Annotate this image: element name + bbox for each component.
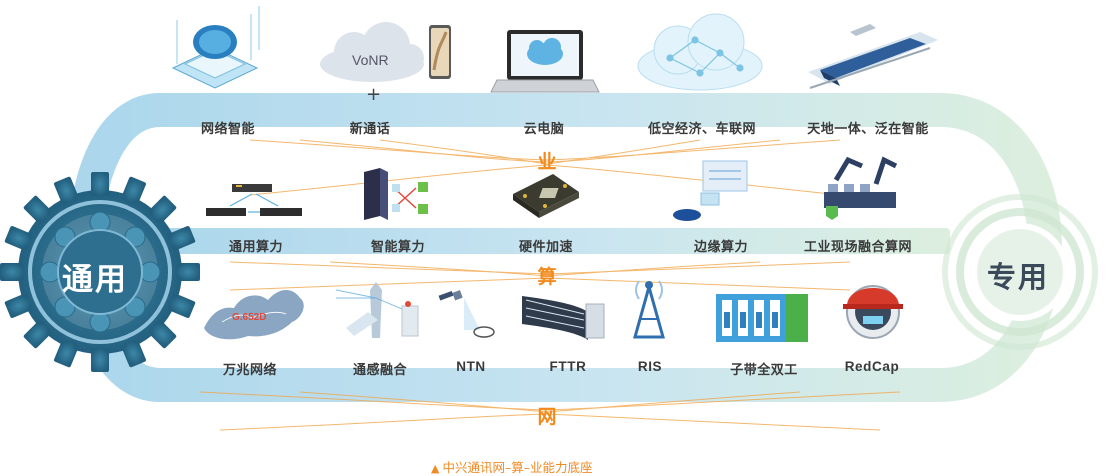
compute-flow-lines — [229, 261, 851, 291]
brain-chip-icon — [171, 6, 260, 89]
layer-compute: 算 — [537, 266, 557, 288]
business-item-label: 天地一体、泛在智能 — [807, 122, 929, 137]
network-item-label: 子带全双工 — [730, 363, 798, 378]
compute-item-label: 硬件加速 — [518, 240, 574, 255]
network-item-label: 万兆网络 — [222, 363, 278, 378]
chip-icon — [513, 174, 579, 218]
satellite-icon — [438, 290, 495, 338]
special-purpose-circles — [942, 194, 1098, 350]
network-flow-lines — [199, 391, 901, 431]
business-item-label: 低空经济、车联网 — [647, 122, 757, 137]
robot-arm-icon — [824, 156, 898, 220]
edge-device-icon — [673, 160, 748, 221]
phone-icon — [429, 25, 451, 79]
gear-icon — [0, 172, 200, 372]
tower-icon — [335, 282, 419, 338]
layer-network: 网 — [537, 406, 557, 428]
meter-icon — [843, 285, 903, 339]
server-icon — [206, 184, 302, 216]
map-badge: G.652D — [232, 312, 267, 323]
network-item-label: RIS — [637, 359, 663, 374]
compute-item-label: 智能算力 — [370, 240, 426, 255]
vonr-label: VoNR — [352, 52, 389, 68]
triangle-icon: ▲ — [431, 462, 440, 475]
train-icon — [808, 24, 938, 89]
compute-item-label: 工业现场融合算网 — [803, 240, 913, 255]
cabinet-icon — [716, 294, 808, 342]
business-item-label: 新通话 — [349, 122, 391, 137]
business-item-label: 云电脑 — [523, 122, 565, 137]
rack-icon — [364, 168, 428, 220]
network-item-label: NTN — [456, 359, 486, 374]
business-item-label: 网络智能 — [200, 122, 256, 137]
general-purpose-label: 通用 — [62, 262, 128, 298]
laptop-icon — [490, 30, 600, 93]
middle-band — [150, 228, 950, 254]
layer-business: 业 — [537, 151, 557, 173]
network-item-label: RedCap — [844, 359, 900, 374]
business-flow-lines — [249, 139, 841, 196]
fiber-icon — [522, 296, 605, 340]
cloud-network-icon — [637, 13, 763, 91]
plus-sign: + — [366, 84, 382, 105]
cloud-icon — [320, 22, 424, 82]
diagram-caption: ▲中兴通讯网–算–业能力底座 — [431, 457, 592, 476]
compute-item-label: 边缘算力 — [693, 240, 749, 255]
caption-text: 中兴通讯网–算–业能力底座 — [442, 460, 593, 475]
network-item-label: FTTR — [549, 359, 587, 374]
antenna-icon — [633, 280, 665, 339]
compute-item-label: 通用算力 — [228, 240, 284, 255]
map-icon — [204, 289, 304, 340]
network-item-label: 通感融合 — [352, 363, 408, 378]
special-purpose-label: 专用 — [987, 260, 1050, 294]
